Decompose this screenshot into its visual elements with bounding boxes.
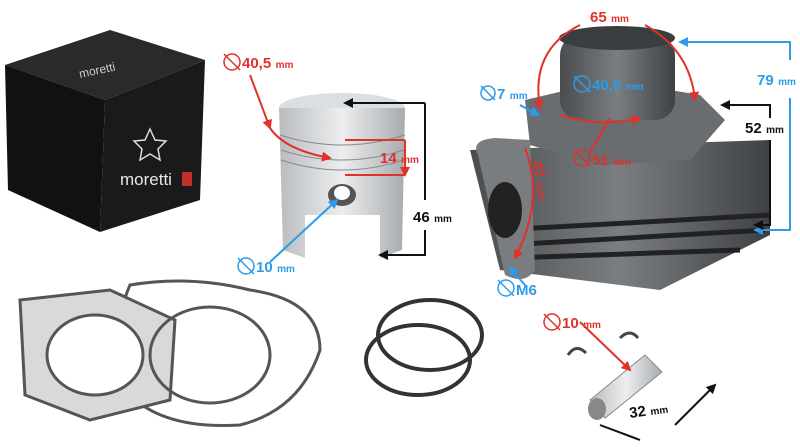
moretti-box: moretti moretti bbox=[5, 30, 205, 232]
gaskets bbox=[18, 279, 322, 428]
diameter-icon bbox=[480, 85, 496, 101]
svg-text:M6: M6 bbox=[516, 282, 537, 299]
diameter-icon bbox=[573, 75, 591, 93]
svg-text:51 mm: 51 mm bbox=[592, 152, 631, 169]
diameter-slash bbox=[573, 75, 591, 93]
label-bore: 40,5 mm bbox=[573, 75, 644, 94]
diameter-slash bbox=[223, 53, 241, 71]
moretti-star-logo-icon bbox=[132, 127, 168, 162]
label-stud-hole: 7 mm bbox=[480, 85, 528, 103]
label-head-diameter: 51 mm bbox=[573, 149, 631, 169]
quality-badge-icon bbox=[182, 172, 192, 186]
piston-rings bbox=[364, 298, 484, 397]
piston-pin bbox=[566, 331, 663, 420]
label-pin-length: 32 mm bbox=[628, 400, 669, 422]
diameter-slash bbox=[543, 313, 561, 331]
label-piston-diameter: 40,5 mm bbox=[223, 53, 294, 72]
diameter-icon bbox=[223, 53, 241, 71]
diameter-icon bbox=[543, 313, 561, 331]
svg-text:10 mm: 10 mm bbox=[562, 315, 601, 332]
diameter-icon bbox=[237, 257, 255, 275]
label-exhaust-thread: M6 bbox=[497, 279, 537, 299]
diameter-icon bbox=[497, 279, 515, 297]
dimension-lines bbox=[249, 24, 791, 441]
diameter-slash bbox=[497, 279, 515, 297]
label-cylinder-height: 79 mm bbox=[757, 72, 796, 89]
label-fin-height: 52 mm bbox=[745, 120, 784, 137]
label-pin-diameter: 10 mm bbox=[543, 313, 601, 332]
label-exhaust-spacing: 47 mm bbox=[528, 160, 552, 201]
label-stud-spacing: 65 mm bbox=[590, 9, 629, 26]
svg-text:40,5 mm: 40,5 mm bbox=[242, 55, 294, 72]
circlip bbox=[618, 331, 640, 340]
svg-text:10 mm: 10 mm bbox=[256, 259, 295, 276]
label-pin-bore: 10 mm bbox=[237, 257, 295, 276]
svg-text:40,5 mm: 40,5 mm bbox=[592, 77, 644, 94]
circlip bbox=[566, 347, 588, 356]
label-ring-zone: 14 mm bbox=[380, 150, 419, 167]
diameter-slash bbox=[237, 257, 255, 275]
svg-text:7 mm: 7 mm bbox=[497, 86, 528, 103]
box-logo-text: moretti bbox=[120, 170, 172, 189]
cylinder bbox=[470, 26, 771, 290]
diameter-slash bbox=[573, 149, 591, 167]
diameter-slash bbox=[480, 85, 496, 101]
label-piston-height: 46 mm bbox=[413, 209, 452, 226]
diameter-icon bbox=[573, 149, 591, 167]
